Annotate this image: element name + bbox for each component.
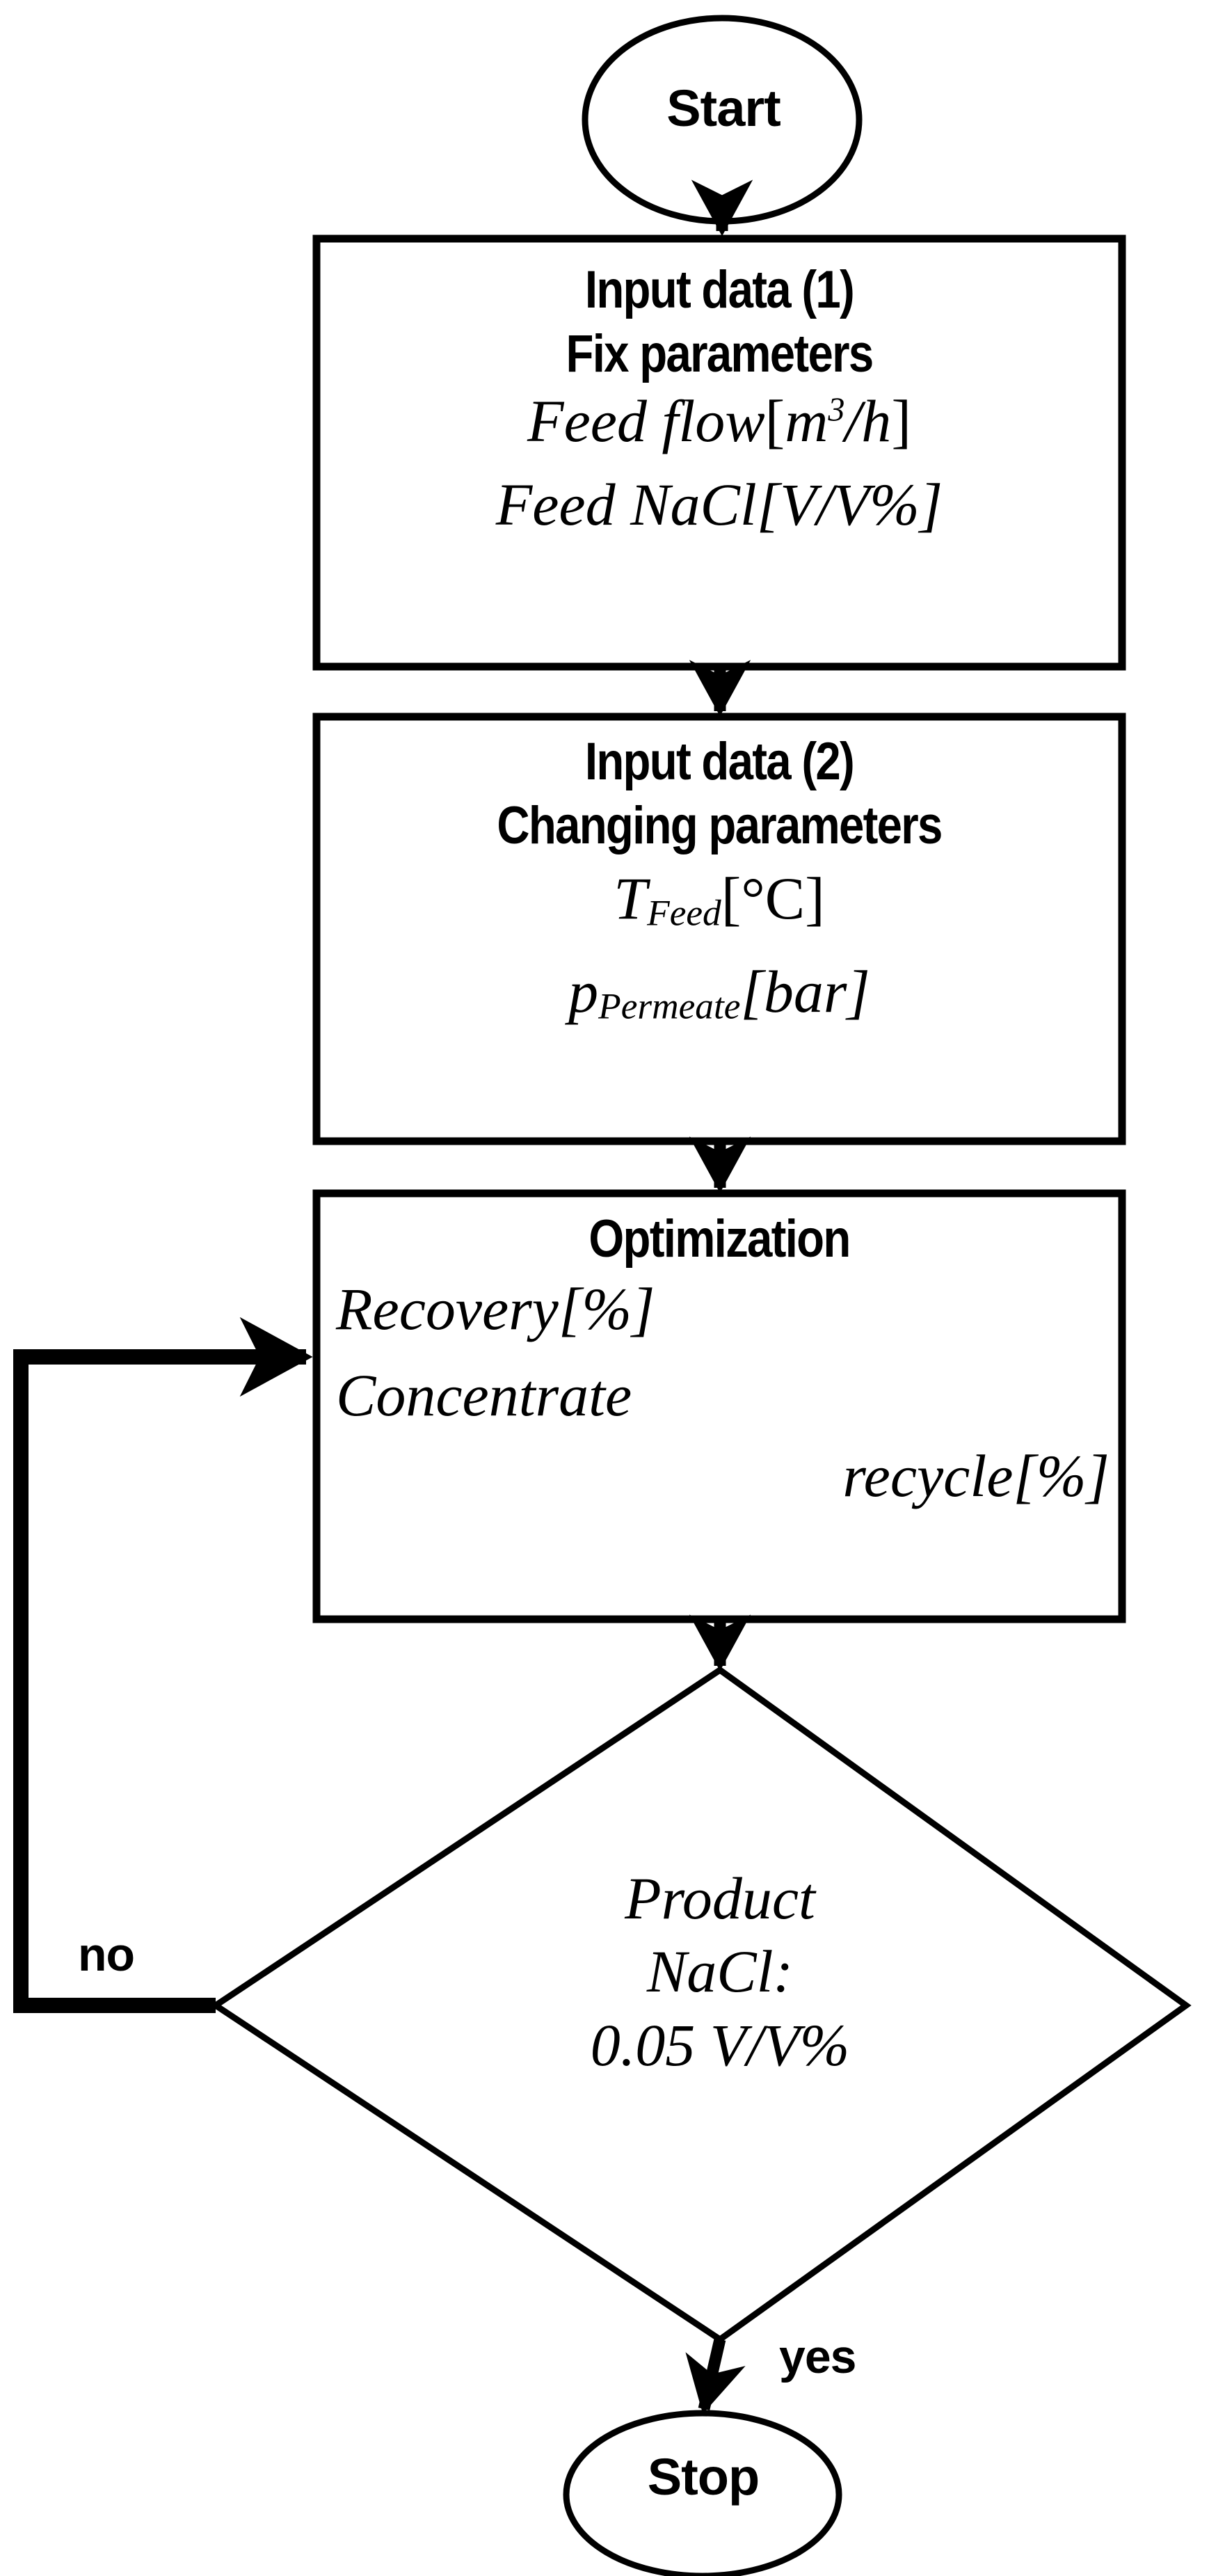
optimization-var-recovery: Recovery[%] [336,1275,655,1342]
input-data-1-param-feed-flow: Feed flow[m3/h] [317,388,1122,454]
temperature-symbol: T [614,865,648,932]
input-data-1-param-feed-nacl: Feed NaCl[V/V%] [317,474,1122,536]
input-data-2-param-permeate-pressure: pPermeate[bar] [317,961,1122,1027]
input-data-2-heading: Input data (2) [584,732,855,791]
feed-flow-unit-rest: /h [844,388,892,454]
feed-flow-unit-base: m [785,388,828,454]
feed-nacl-name: Feed NaCl [495,471,757,538]
decision-text-line1: Product [625,1865,815,1932]
optimization-var-recycle: recycle[%] [842,1442,1110,1509]
edge-label-yes: yes [779,2330,856,2383]
input-data-1-box-shape [312,234,1126,671]
permeate-pressure-subscript: Permeate [598,985,741,1027]
edge-decision-no-to-optimization [13,1317,313,2013]
feed-flow-bracket-close: ] [891,388,911,454]
optimization-var-concentrate: Concentrate [336,1362,632,1429]
decision-diamond-shape [209,1666,1192,2344]
permeate-pressure-unit: [bar] [740,958,870,1025]
temperature-subscript: Feed [647,891,721,934]
temperature-unit: [°C] [721,865,825,932]
edge-decision-yes-to-stop [685,2338,746,2415]
input-data-1-subheading: Fix parameters [566,324,874,383]
permeate-pressure-symbol: p [568,958,599,1025]
start-terminator-label: Start [666,79,781,137]
stop-terminator-label: Stop [647,2448,760,2506]
optimization-heading: Optimization [589,1209,851,1269]
edge-label-no: no [78,1928,135,1981]
input-data-1-heading: Input data (1) [584,260,855,319]
input-data-2-box-shape [312,713,1126,1145]
decision-text-line2: NaCl: [646,1938,794,2005]
feed-flow-bracket-open: [ [764,388,785,454]
feed-flow-unit-exponent: 3 [828,391,845,429]
input-data-2-param-temperature: TFeed[°C] [317,868,1122,932]
input-data-2-subheading: Changing parameters [497,796,943,855]
optimization-box-shape [312,1189,1126,1623]
feed-flow-name: Feed flow [527,388,765,454]
feed-nacl-unit: [V/V%] [756,471,943,538]
decision-text-line3: 0.05 V/V% [590,2012,850,2078]
